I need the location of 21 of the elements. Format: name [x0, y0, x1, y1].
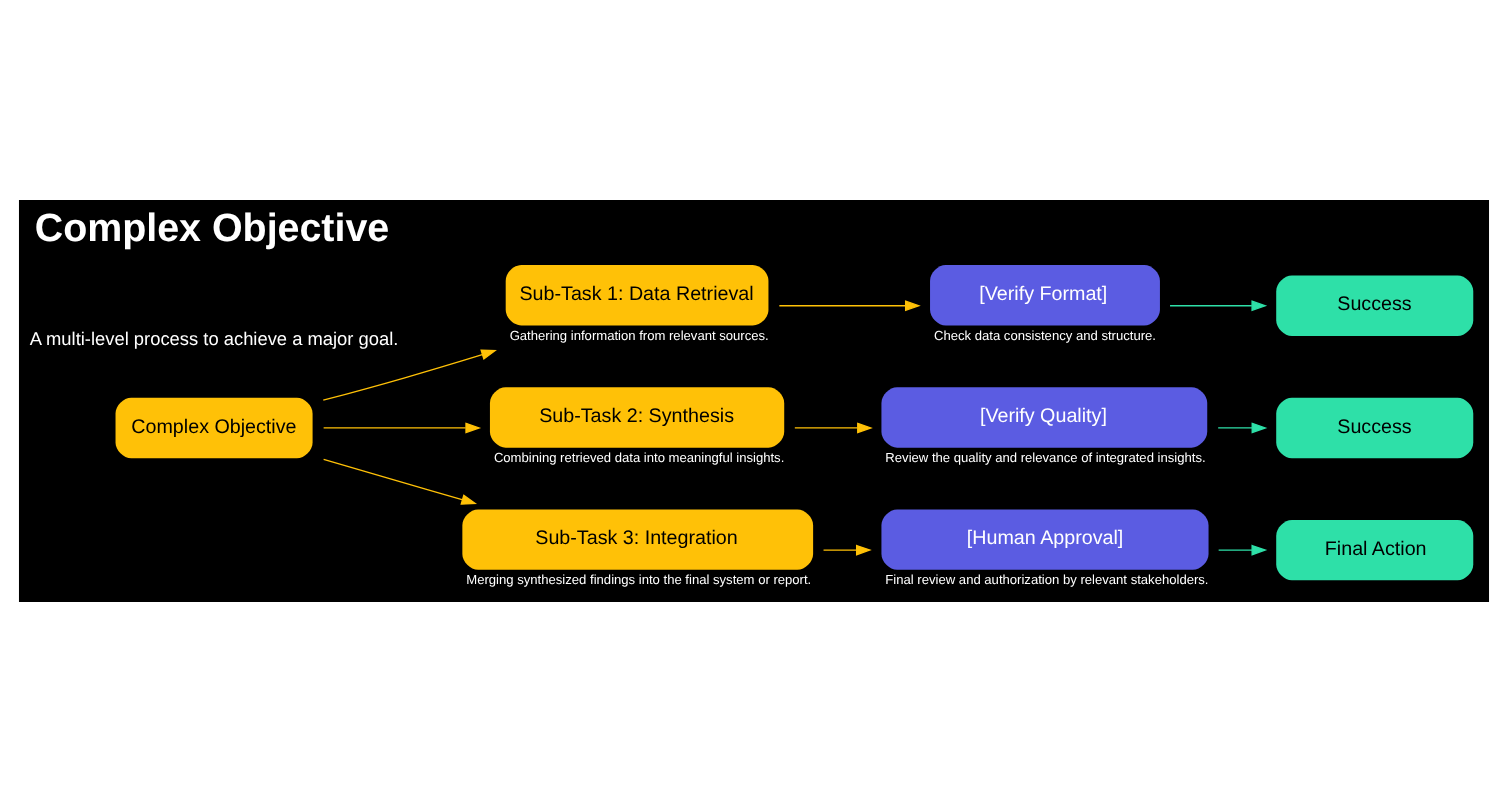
arrow — [1169, 299, 1268, 311]
arrow — [323, 457, 478, 504]
arrow — [778, 299, 921, 311]
node-box: Final Action — [1276, 518, 1474, 580]
node-box: [Human Approval] — [881, 508, 1209, 569]
node-box: [Verify Format] — [930, 264, 1160, 325]
node-box: Sub-Task 1: Data Retrieval — [505, 264, 769, 325]
arrow — [822, 543, 872, 555]
node-box: Complex Objective — [115, 396, 313, 458]
diagram-title: Complex Objective — [34, 205, 390, 250]
node-box: Sub-Task 3: Integration — [462, 508, 814, 569]
node-box: Success — [1276, 274, 1474, 335]
arrow — [1218, 543, 1268, 555]
node-box: [Verify Quality] — [881, 386, 1208, 447]
arrow — [323, 421, 482, 433]
arrow — [1217, 421, 1268, 433]
node-box: Sub-Task 2: Synthesis — [489, 386, 785, 447]
arrow — [322, 348, 497, 400]
arrow — [794, 421, 873, 433]
label: A multi-level process to achieve a major goal. — [29, 327, 399, 348]
node-box: Success — [1276, 396, 1474, 458]
